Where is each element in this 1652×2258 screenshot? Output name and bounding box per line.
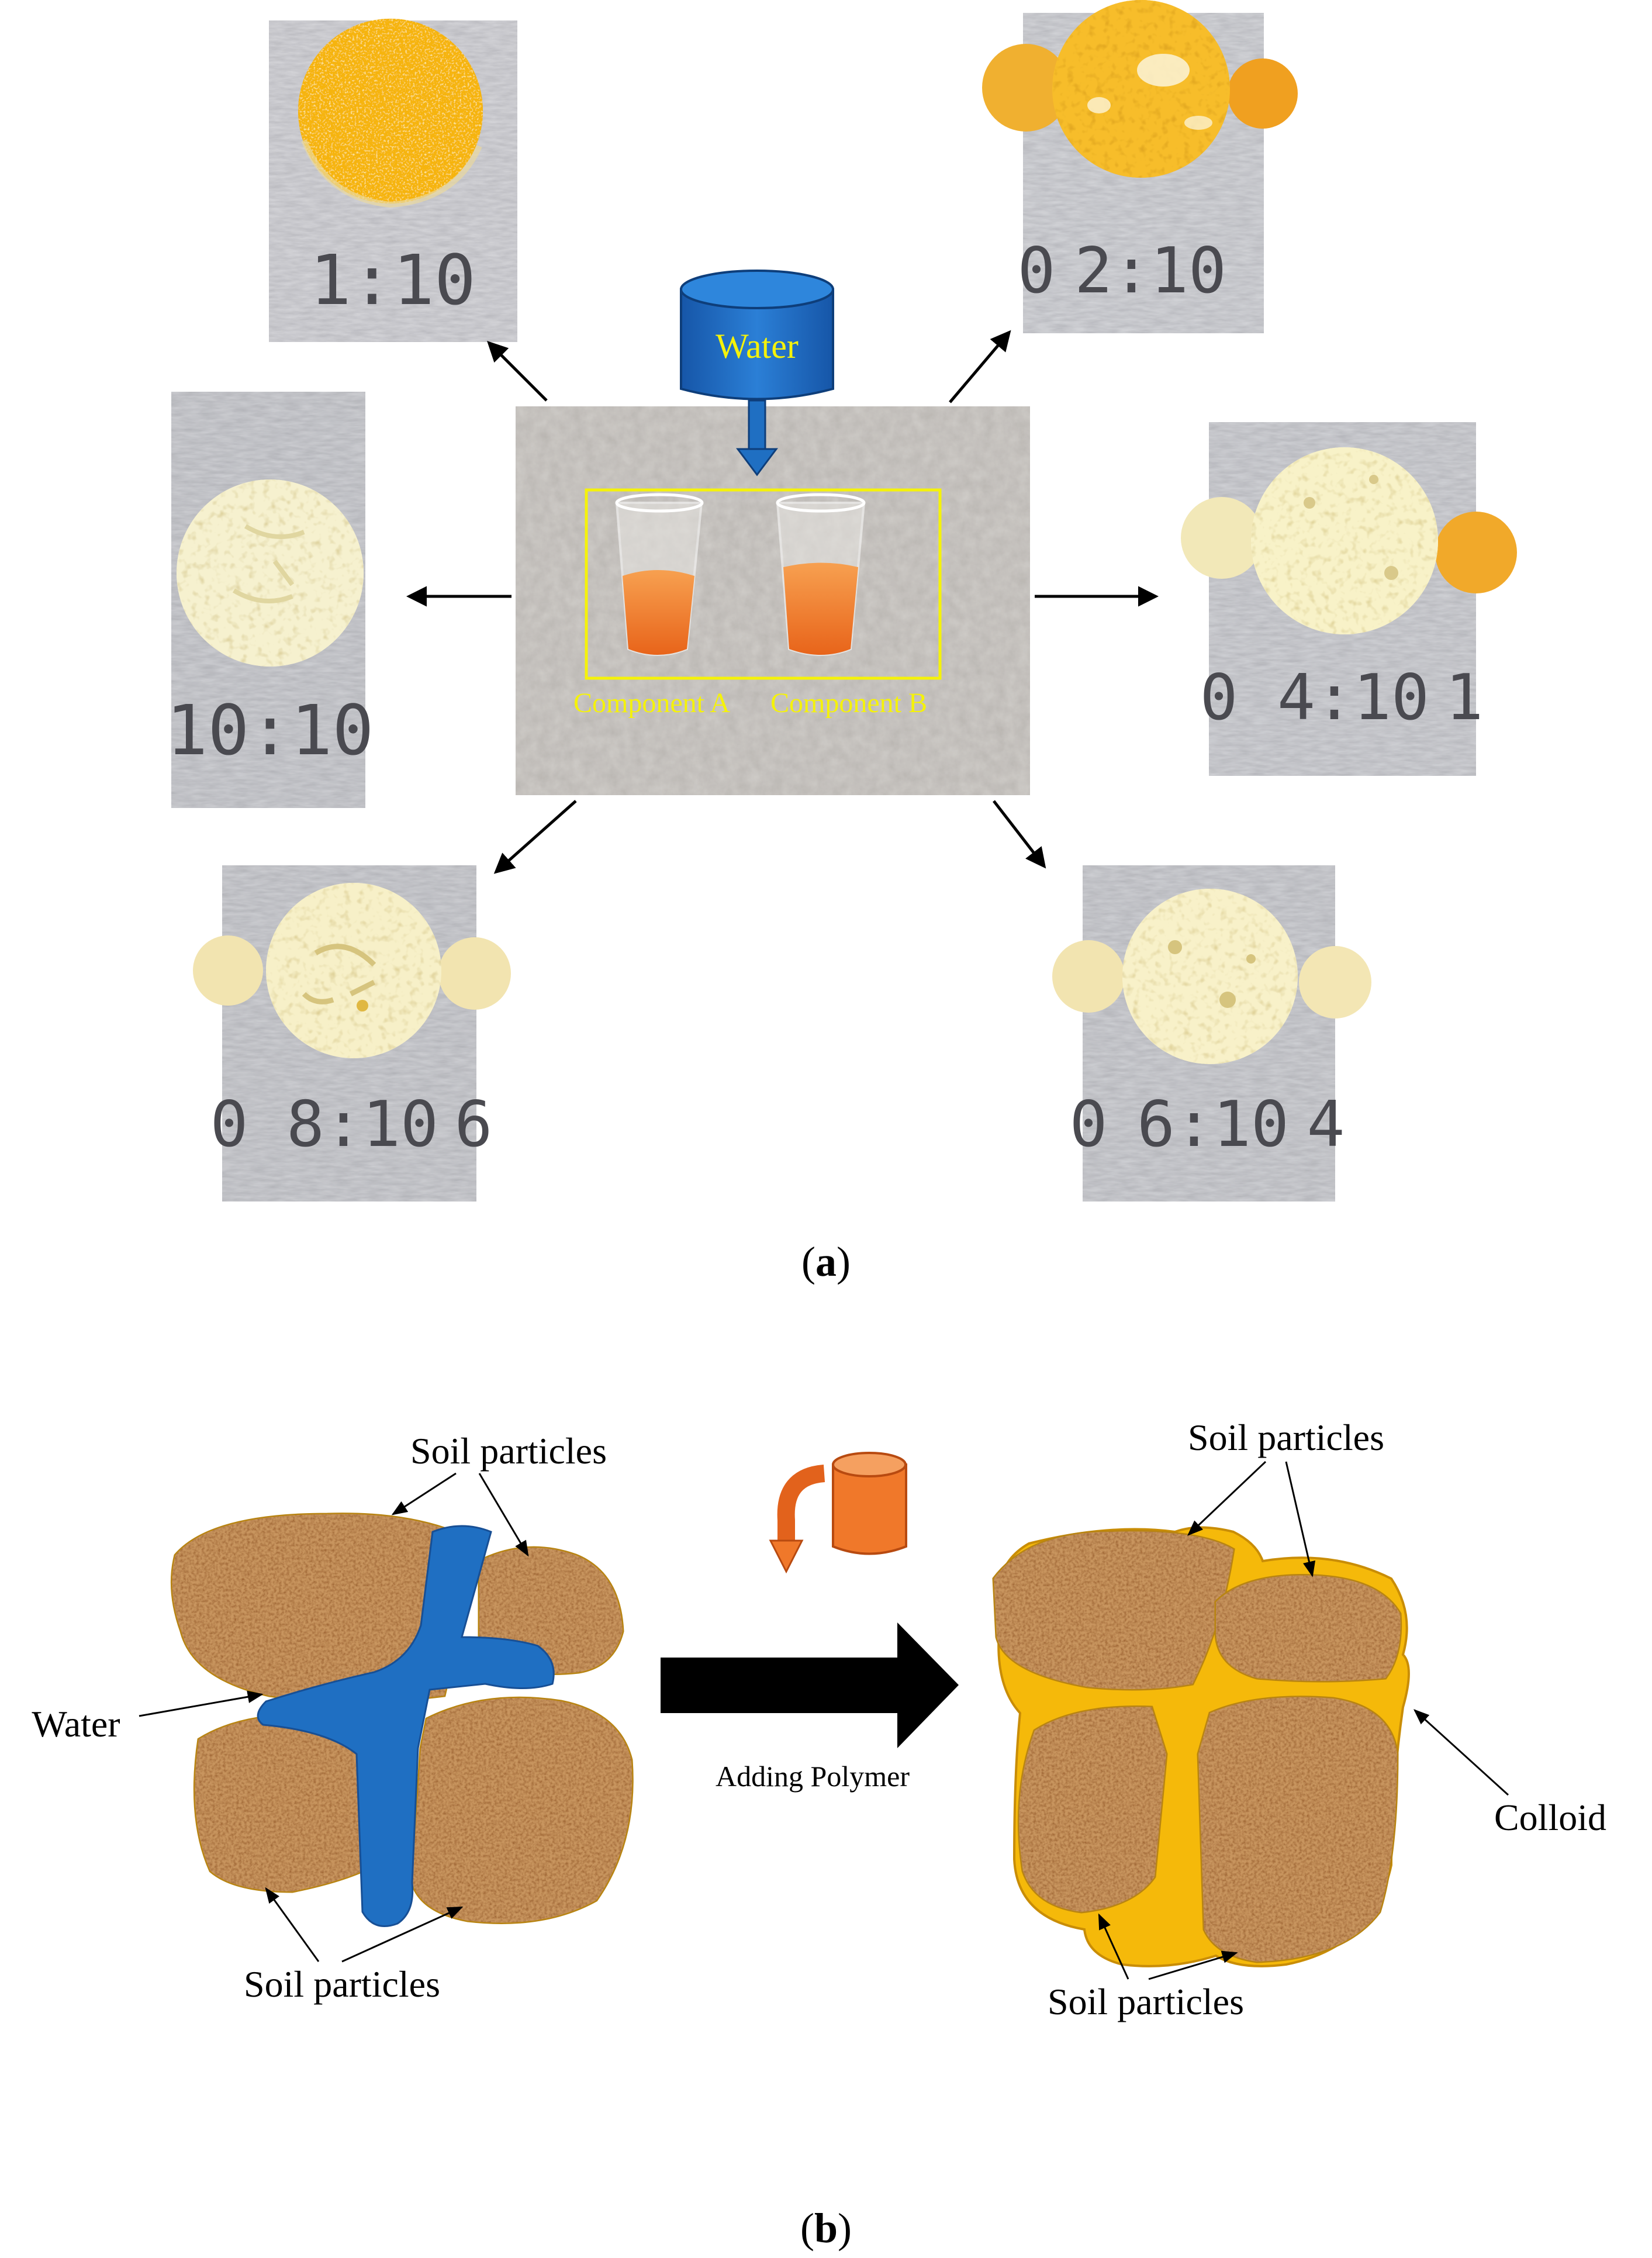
sample-ratio-label: 8:10 <box>286 1088 438 1161</box>
sample-photo-8-10: 0 8:10 6 <box>193 865 511 1201</box>
pointer-arrow <box>139 1690 264 1717</box>
cup-component-b <box>776 493 866 656</box>
sample-ratio-label: 1:10 <box>310 240 476 320</box>
sample-photo-10-10: 10:10 <box>166 392 374 808</box>
pointer-arrow <box>1413 1709 1509 1796</box>
adding-polymer-step: Adding Polymer <box>661 1452 959 1793</box>
sample-ratio-label: 4:10 <box>1277 661 1429 734</box>
cup-component-a <box>615 493 704 656</box>
arrow-to-6-10 <box>993 800 1046 869</box>
right-bottom-soil-label: Soil particles <box>1048 1981 1244 2022</box>
adding-polymer-label: Adding Polymer <box>716 1760 910 1793</box>
panel-b: Soil particles Water Soil particles Addi… <box>32 1417 1606 2252</box>
water-region <box>257 1525 555 1927</box>
sample-side-label: 0 <box>210 1088 248 1161</box>
sample-ratio-label: 10:10 <box>166 690 374 771</box>
soil-texture <box>1216 1575 1401 1681</box>
water-label: Water <box>32 1703 120 1745</box>
panel-b-label: (b) <box>800 2205 852 2252</box>
pointer-arrow <box>1187 1461 1267 1536</box>
sample-side-label: 6 <box>454 1088 492 1161</box>
pointer-arrow <box>478 1473 529 1557</box>
pour-arrow-icon <box>777 1465 825 1544</box>
sample-side-label: 0 <box>1200 661 1238 734</box>
sample-side-label: 0 <box>1017 234 1055 308</box>
arrow-to-1-10 <box>487 341 548 402</box>
sample-side-label: 0 <box>1069 1088 1107 1161</box>
process-arrow <box>661 1622 959 1748</box>
left-bottom-soil-label: Soil particles <box>244 1963 440 2005</box>
soil-water-diagram: Soil particles Water Soil particles <box>32 1430 634 2005</box>
colloid-label: Colloid <box>1494 1797 1606 1838</box>
components-highlight-box <box>585 488 942 680</box>
sample-photo-4-10: 0 4:10 1 <box>1181 422 1517 776</box>
left-top-soil-label: Soil particles <box>410 1430 607 1472</box>
pointer-arrow <box>265 1887 320 1962</box>
panel-a-arrows <box>406 330 1159 874</box>
soil-texture <box>412 1698 633 1923</box>
component-a-label: Component A <box>573 688 730 719</box>
soil-texture <box>195 1715 380 1891</box>
sample-ratio-label: 6:10 <box>1137 1088 1289 1161</box>
arrow-to-2-10 <box>949 330 1011 403</box>
sample-photo-6-10: 0 6:10 4 <box>1052 865 1371 1201</box>
sample-side-label: 1 <box>1445 661 1483 734</box>
water-tank-icon: Water <box>680 270 834 477</box>
pointer-arrow <box>1285 1461 1316 1577</box>
arrow-to-8-10 <box>493 800 577 874</box>
pointer-arrow <box>1098 1913 1129 1980</box>
pointer-arrow <box>391 1472 457 1515</box>
soil-texture <box>1198 1697 1397 1962</box>
sample-photo-1-10: 1:10 <box>269 19 517 342</box>
sample-side-label: 4 <box>1307 1088 1345 1161</box>
component-b-label: Component B <box>770 688 927 719</box>
sample-ratio-label: 2:10 <box>1074 234 1226 308</box>
right-top-soil-label: Soil particles <box>1188 1417 1384 1458</box>
soil-texture <box>1019 1707 1166 1912</box>
center-photo-components: Component A Component B <box>516 406 1030 795</box>
water-tank-label: Water <box>716 327 799 365</box>
soil-texture <box>994 1531 1233 1689</box>
polymer-container-icon <box>832 1452 907 1555</box>
panel-a: 1:10 0 2:10 10:10 <box>166 0 1517 1285</box>
pour-arrow-head <box>769 1539 804 1574</box>
soil-colloid-diagram: Soil particles Colloid Soil particles <box>992 1417 1606 2022</box>
panel-a-label: (a) <box>801 1238 851 1285</box>
pointer-arrow <box>341 1906 464 1963</box>
sample-photo-2-10: 0 2:10 <box>982 0 1298 333</box>
pointer-arrow <box>1148 1950 1238 1980</box>
